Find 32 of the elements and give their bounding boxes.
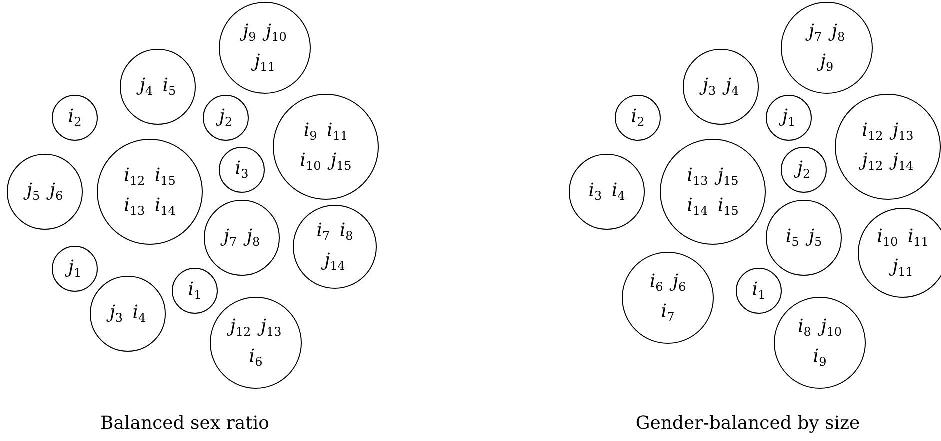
variable-label: i$_{9}$ i$_{11}$ bbox=[304, 122, 348, 142]
group-circle bbox=[52, 246, 98, 292]
variable-label: i$_{2}$ bbox=[631, 108, 645, 128]
variable-label: i$_{3}$ i$_{4}$ bbox=[588, 182, 626, 202]
variable-label: i$_{2}$ bbox=[68, 108, 82, 128]
variable-label: i$_{13}$ i$_{14}$ bbox=[124, 197, 176, 217]
variable-label: i$_{10}$ i$_{11}$ bbox=[877, 228, 929, 248]
group-circle bbox=[736, 268, 782, 314]
variable-label: i$_{12}$ j$_{13}$ bbox=[862, 122, 914, 142]
variable-label: i$_{7}$ bbox=[661, 303, 675, 323]
variable-label: i$_{10}$ j$_{15}$ bbox=[300, 152, 352, 172]
variable-label: i$_{5}$ j$_{5}$ bbox=[786, 228, 822, 248]
variable-label: i$_{7}$ i$_{8}$ bbox=[316, 222, 354, 242]
variable-label: i$_{6}$ bbox=[249, 348, 263, 368]
group-circle bbox=[203, 95, 249, 141]
variable-label: i$_{1}$ bbox=[752, 281, 766, 301]
panel-caption: Balanced sex ratio bbox=[100, 413, 270, 434]
variable-label: i$_{12}$ i$_{15}$ bbox=[124, 167, 176, 187]
group-circle bbox=[52, 95, 98, 141]
variable-label: i$_{9}$ bbox=[813, 348, 827, 368]
variable-label: i$_{13}$ j$_{15}$ bbox=[687, 167, 739, 187]
variable-label: i$_{6}$ j$_{6}$ bbox=[650, 273, 686, 293]
variable-label: i$_{14}$ i$_{15}$ bbox=[687, 197, 739, 217]
group-circle bbox=[219, 147, 265, 193]
variable-label: i$_{3}$ bbox=[235, 160, 249, 180]
variable-label: i$_{8}$ j$_{10}$ bbox=[798, 318, 842, 338]
group-circle bbox=[766, 95, 812, 141]
group-circle bbox=[781, 147, 827, 193]
group-circle bbox=[615, 95, 661, 141]
group-circle bbox=[172, 268, 218, 314]
panel-caption: Gender-balanced by size bbox=[636, 413, 860, 434]
variable-label: i$_{1}$ bbox=[188, 281, 202, 301]
